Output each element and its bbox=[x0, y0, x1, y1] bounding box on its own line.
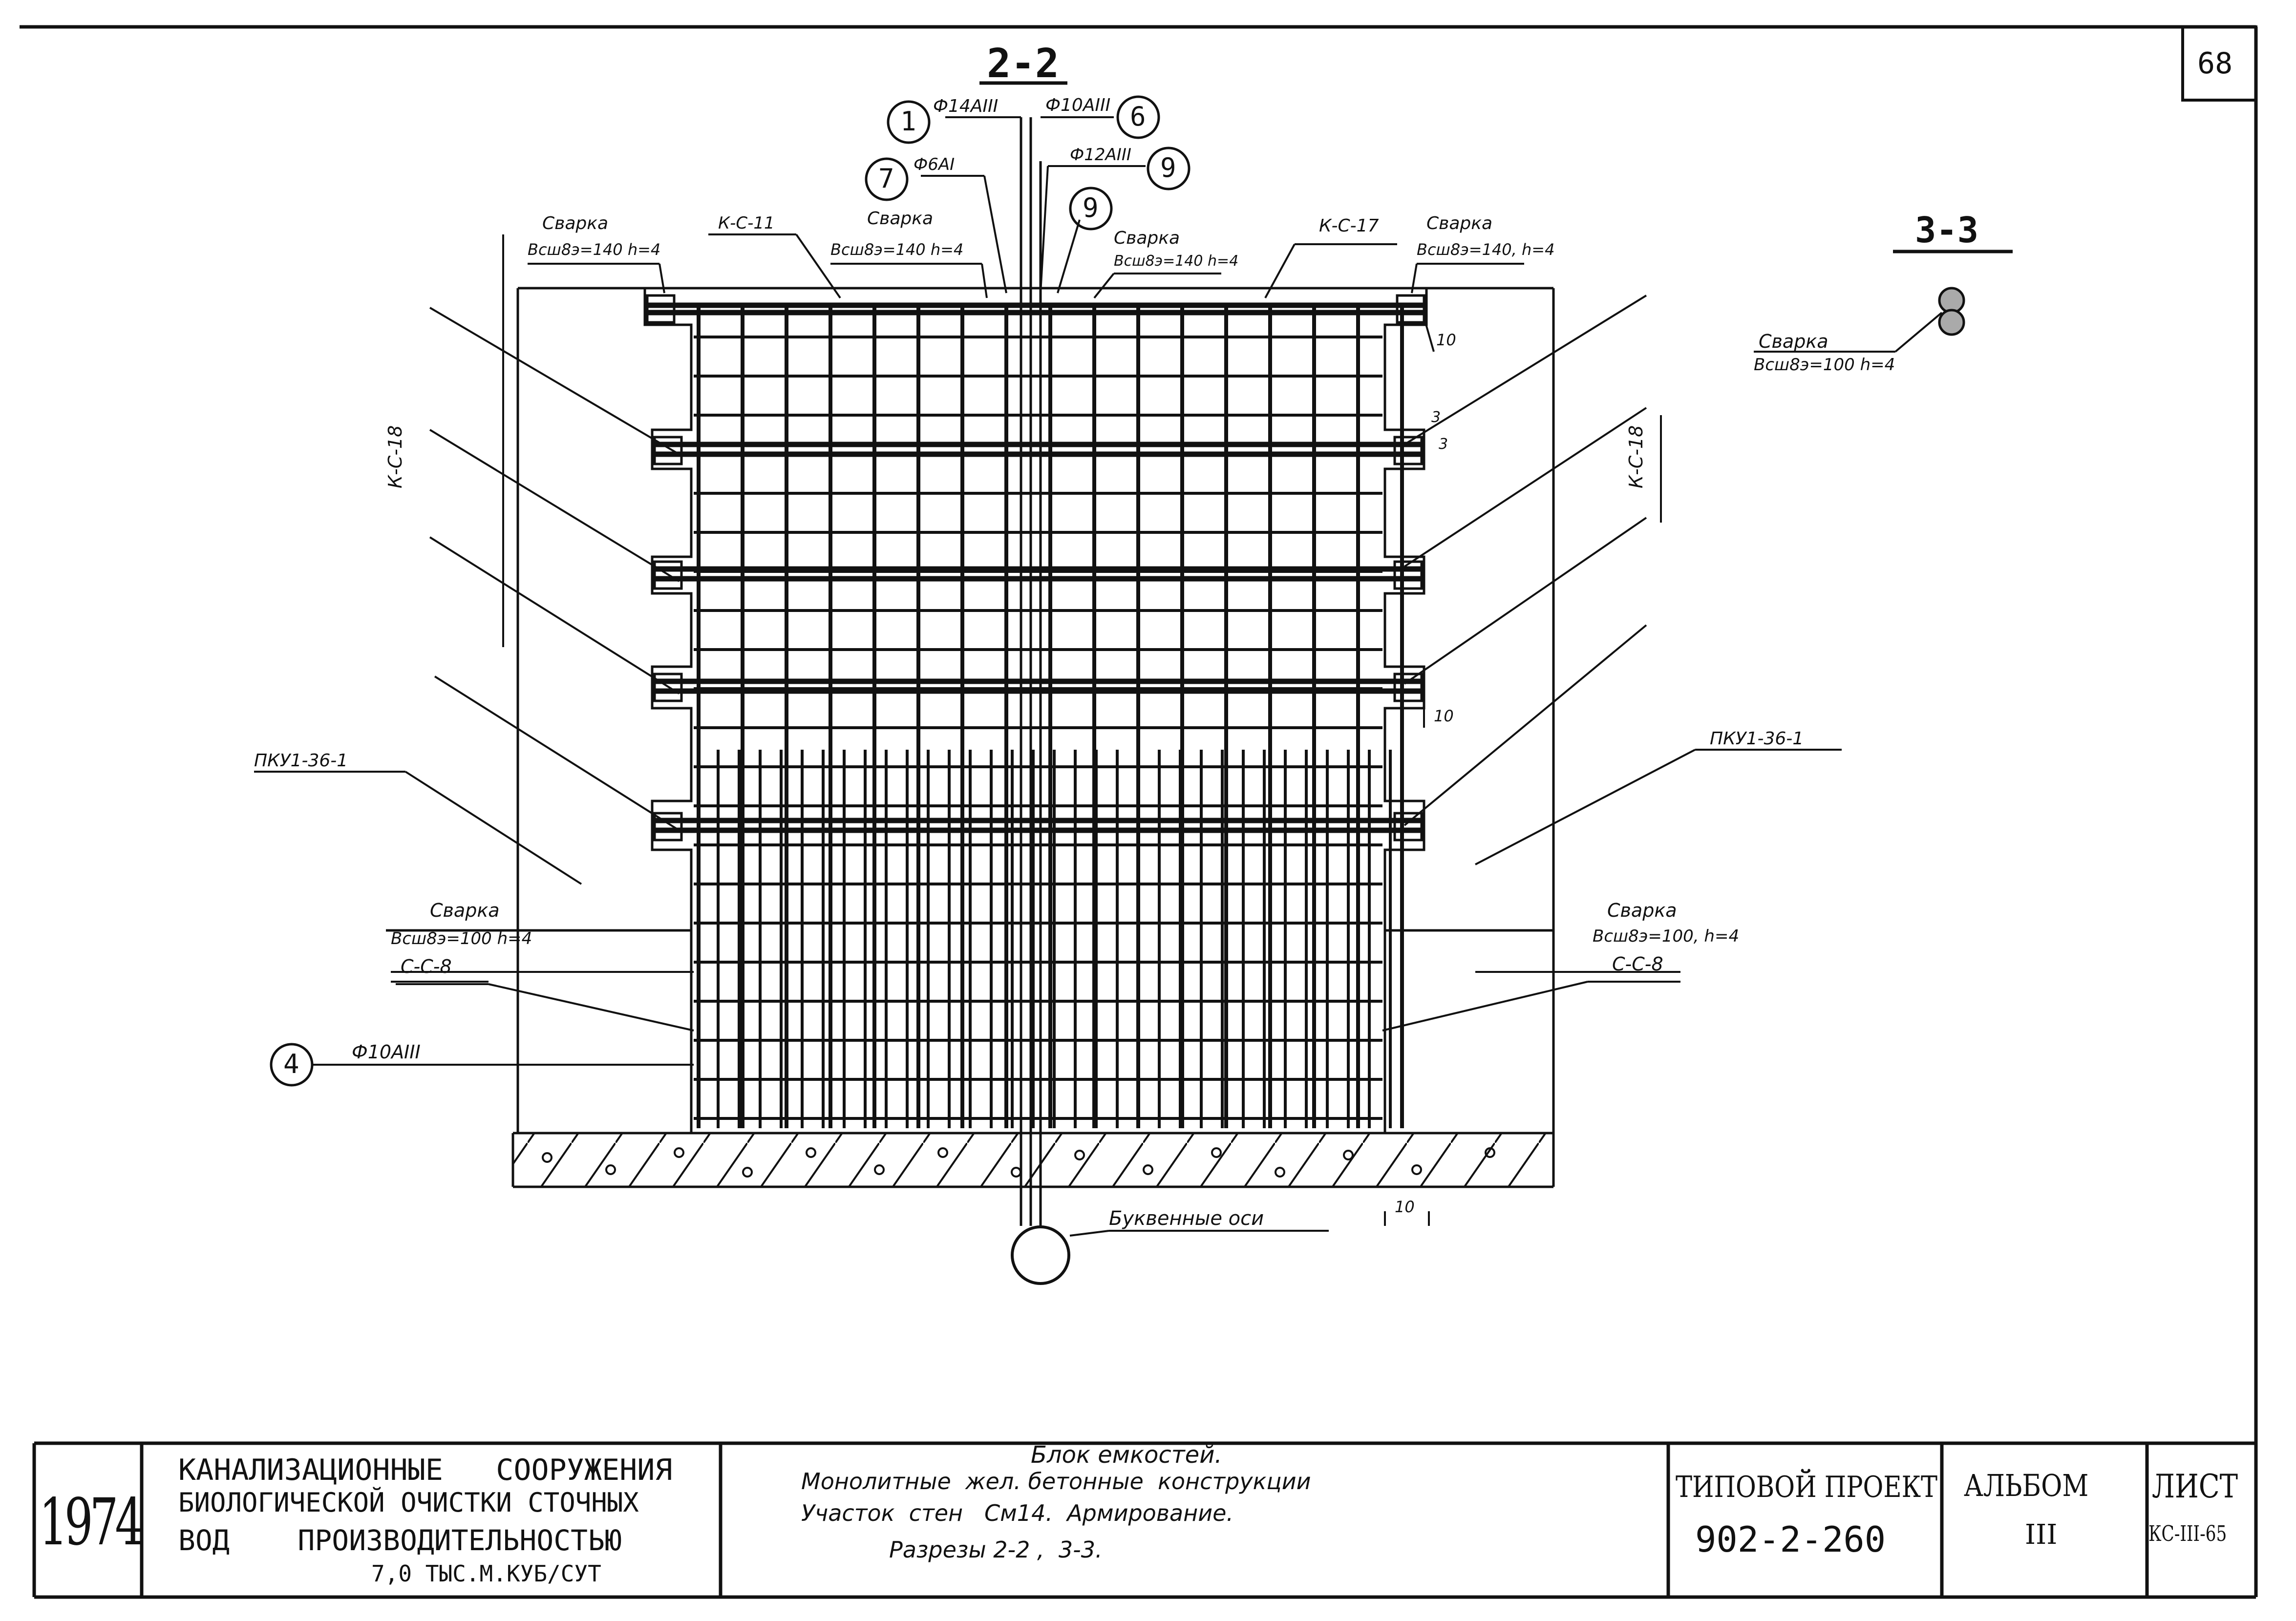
title-desc-line4: Разрезы 2-2 , 3-3. bbox=[889, 1537, 1103, 1563]
axis-lines bbox=[1020, 117, 1042, 1226]
weld-3-3-spec: Всш8э=100 h=4 bbox=[1754, 355, 1895, 375]
reinforcement-grid bbox=[694, 303, 1404, 1128]
sheet-number: 68 bbox=[2197, 46, 2233, 81]
frame-kc11-label: К-С-11 bbox=[718, 213, 775, 233]
wall-section-outline bbox=[386, 287, 1555, 1188]
weld-top-left-spec: Всш8э=140 h=4 bbox=[528, 240, 661, 259]
weld-low-right-spec: Всш8э=100, h=4 bbox=[1593, 926, 1740, 946]
callout-circles bbox=[270, 95, 1191, 1087]
leader-lines bbox=[254, 81, 2013, 1237]
title-org-line4: 7,0 ТЫС.М.КУБ/СУТ bbox=[371, 1560, 601, 1587]
frame-cc8-left-label: С-С-8 bbox=[401, 956, 452, 977]
bar-1-label: Ф14АIII bbox=[933, 96, 999, 116]
frame-kc18-right-label: К-С-18 bbox=[1625, 425, 1647, 488]
weld-low-left-spec: Всш8э=100 h=4 bbox=[391, 929, 532, 948]
title-album-label: АЛЬБОМ bbox=[1964, 1468, 2089, 1503]
section-3-3-detail bbox=[1938, 287, 1965, 336]
title-org-line3: ВОД ПРОИЗВОДИТЕЛЬНОСТЬЮ bbox=[178, 1524, 622, 1557]
title-album-number: III bbox=[2025, 1519, 2058, 1551]
callout-4: 4 bbox=[283, 1049, 299, 1079]
axis-bubble bbox=[1011, 1225, 1070, 1285]
dim-3-a: 3 bbox=[1431, 409, 1441, 426]
bar-6-label: Ф10АIII bbox=[1045, 95, 1111, 115]
panel-left-label: ПКУ1-36-1 bbox=[254, 751, 348, 771]
foundation-aggregate bbox=[542, 1147, 1495, 1178]
weld-blocks bbox=[646, 294, 1425, 842]
weld-3-3-title: Сварка bbox=[1759, 331, 1828, 352]
weld-top-right-spec: Всш8э=140, h=4 bbox=[1417, 240, 1555, 259]
callout-9b: 9 bbox=[1083, 192, 1099, 223]
title-year: 1974 bbox=[39, 1485, 144, 1560]
frame-kc18-left-label: К-С-18 bbox=[384, 425, 406, 488]
panel-right-label: ПКУ1-36-1 bbox=[1710, 729, 1804, 749]
tie-bars bbox=[645, 302, 1426, 833]
dim-10-top: 10 bbox=[1436, 331, 1456, 349]
section-3-3-title: 3-3 bbox=[1915, 210, 1979, 251]
weld-mid-left-spec: Всш8э=140 h=4 bbox=[830, 240, 964, 259]
weld-top-left-title: Сварка bbox=[542, 213, 609, 233]
dim-10-mid: 10 bbox=[1434, 707, 1454, 725]
title-block-grid bbox=[32, 1441, 2256, 1597]
callout-6: 6 bbox=[1130, 101, 1146, 132]
bar-7-label: Ф6АI bbox=[914, 155, 955, 174]
dim-10-bottom: 10 bbox=[1395, 1198, 1415, 1216]
weld-low-left-title: Сварка bbox=[430, 900, 500, 921]
drawing-frame bbox=[20, 25, 2258, 1599]
weld-mid-right-spec: Всш8э=140 h=4 bbox=[1114, 253, 1239, 270]
axis-label: Буквенные оси bbox=[1109, 1207, 1264, 1230]
callout-9a: 9 bbox=[1160, 152, 1176, 183]
title-desc-line2: Монолитные жел. бетонные конструкции bbox=[801, 1468, 1311, 1495]
title-project-number: 902-2-260 bbox=[1695, 1519, 1886, 1560]
title-desc-line1: Блок емкостей. bbox=[1031, 1441, 1222, 1469]
callout-7: 7 bbox=[878, 163, 894, 194]
title-org-line1: КАНАЛИЗАЦИОННЫЕ СООРУЖЕНИЯ bbox=[178, 1453, 673, 1487]
frame-kc17-label: К-С-17 bbox=[1319, 216, 1379, 236]
bar-9-label: Ф12АIII bbox=[1070, 145, 1131, 165]
weld-top-right-title: Сварка bbox=[1426, 213, 1493, 233]
weld-mid-left-title: Сварка bbox=[867, 209, 934, 229]
dim-3-b: 3 bbox=[1439, 436, 1448, 453]
title-sheet-label: ЛИСТ bbox=[2152, 1468, 2238, 1505]
section-2-2-title: 2-2 bbox=[987, 41, 1060, 87]
title-desc-line3: Участок стен См14. Армирование. bbox=[801, 1500, 1234, 1526]
frame-cc8-right-label: С-С-8 bbox=[1612, 953, 1663, 975]
title-project-label: ТИПОВОЙ ПРОЕКТ bbox=[1676, 1470, 1938, 1504]
foundation-hatch bbox=[514, 1134, 1552, 1186]
bar-4-label: Ф10АIII bbox=[352, 1041, 421, 1063]
title-sheet-code: КС-III-65 bbox=[2148, 1521, 2227, 1546]
weld-mid-right-title: Сварка bbox=[1114, 228, 1180, 248]
weld-low-right-title: Сварка bbox=[1607, 900, 1677, 921]
callout-1: 1 bbox=[900, 106, 916, 137]
title-org-line2: БИОЛОГИЧЕСКОЙ ОЧИСТКИ СТОЧНЫХ bbox=[178, 1487, 639, 1518]
